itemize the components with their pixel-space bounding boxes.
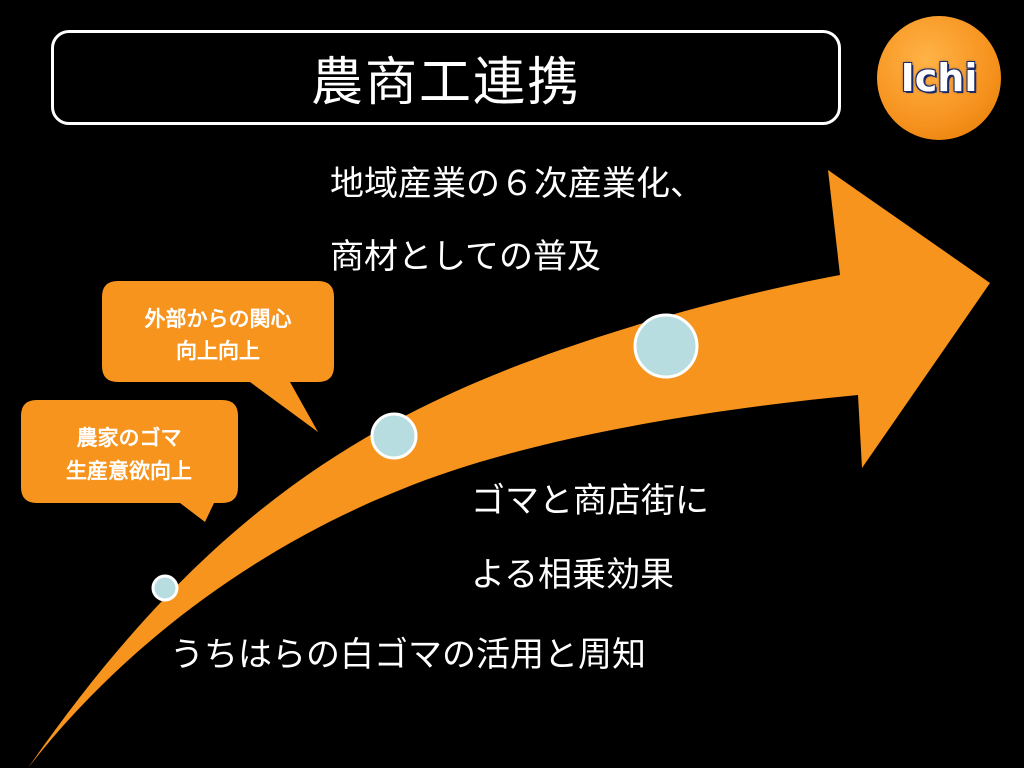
stage-text-line: ゴマと商店街に: [471, 481, 709, 521]
milestone-circle-small: [151, 574, 179, 602]
milestone-circle-medium: [370, 412, 418, 460]
ichi-logo: Ichi: [877, 16, 1001, 140]
callout-farmer-motivation: 農家のゴマ 生産意欲向上: [21, 400, 238, 522]
callout-line: 向上向上: [176, 339, 260, 363]
callout-line: 外部からの関心: [145, 307, 292, 331]
callout-line: 生産意欲向上: [66, 459, 192, 483]
stage-text-line: うちはらの白ゴマの活用と周知: [170, 635, 646, 675]
callout-line: 農家のゴマ: [77, 426, 182, 450]
stage-text-line: 商材としての普及: [330, 237, 601, 277]
page-title: 農商工連携: [310, 53, 581, 113]
stage-text-line: よる相乗効果: [471, 555, 674, 595]
growth-arrow: [28, 170, 990, 768]
callout-bubble: [21, 400, 238, 522]
callout-external-interest: 外部からの関心 向上向上: [102, 281, 334, 432]
title-box: 農商工連携: [51, 30, 841, 125]
milestone-circle-large: [633, 313, 699, 379]
logo-text: Ichi: [900, 56, 978, 100]
callout-bubble: [102, 281, 334, 432]
stage-text-line: 地域産業の６次産業化、: [330, 164, 704, 204]
